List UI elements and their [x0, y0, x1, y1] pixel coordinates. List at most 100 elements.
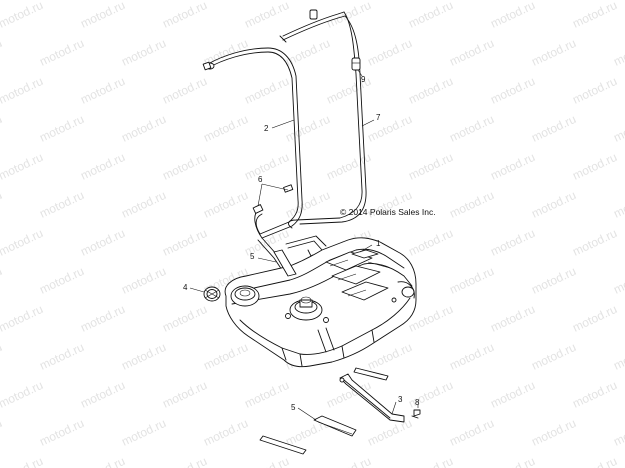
watermark-text: motod.ru [0, 0, 45, 31]
watermark-text: motod.ru [611, 36, 625, 69]
watermark-text: motod.ru [365, 36, 414, 69]
watermark-text: motod.ru [488, 454, 537, 468]
watermark-text: motod.ru [37, 340, 86, 373]
pad-near-strap [353, 367, 389, 381]
watermark-text: motod.ru [119, 264, 168, 297]
watermark-text: motod.ru [488, 226, 537, 259]
watermark-text: motod.ru [324, 454, 373, 468]
watermark-text: motod.ru [570, 150, 619, 183]
watermark-text: motod.ru [160, 378, 209, 411]
watermark-text: motod.ru [0, 112, 4, 145]
watermark-text: motod.ru [570, 74, 619, 107]
watermark-text: motod.ru [0, 340, 4, 373]
callout-6: 6 [258, 175, 263, 184]
copyright-text: © 2014 Polaris Sales Inc. [340, 207, 436, 217]
watermark-text: motod.ru [0, 378, 45, 411]
watermark-text: motod.ru [447, 36, 496, 69]
watermark-text: motod.ru [160, 150, 209, 183]
watermark-text: motod.ru [570, 378, 619, 411]
watermark-text: motod.ru [529, 416, 578, 449]
watermark-text: motod.ru [488, 74, 537, 107]
fuel-tank [224, 237, 417, 368]
watermark-text: motod.ru [0, 264, 4, 297]
watermark-text: motod.ru [283, 112, 332, 145]
watermark-text: motod.ru [529, 340, 578, 373]
watermark-text: motod.ru [37, 188, 86, 221]
watermark-text: motod.ru [447, 188, 496, 221]
watermark-text: motod.ru [242, 0, 291, 31]
pad-5-upper [273, 249, 297, 277]
watermark-text: motod.ru [201, 340, 250, 373]
watermark-text: motod.ru [242, 454, 291, 468]
rod-bottom [259, 435, 307, 455]
watermark-text: motod.ru [78, 74, 127, 107]
callout-4: 4 [183, 283, 188, 292]
watermark-text: motod.ru [488, 150, 537, 183]
watermark-text: motod.ru [78, 0, 127, 31]
watermark-text: motod.ru [160, 74, 209, 107]
watermark-text: motod.ru [570, 0, 619, 31]
watermark-text: motod.ru [406, 454, 455, 468]
watermark-text: motod.ru [201, 112, 250, 145]
watermark-text: motod.ru [242, 150, 291, 183]
callout-2: 2 [264, 124, 269, 133]
watermark-text: motod.ru [406, 74, 455, 107]
watermark-text: motod.ru [324, 74, 373, 107]
watermark-text: motod.ru [447, 112, 496, 145]
watermark-text: motod.ru [201, 188, 250, 221]
watermark-text: motod.ru [488, 378, 537, 411]
watermark-text: motod.ru [406, 150, 455, 183]
watermark-text: motod.ru [78, 150, 127, 183]
watermark-text: motod.ru [488, 0, 537, 31]
strap-3 [339, 373, 405, 423]
watermark-text: motod.ru [365, 340, 414, 373]
callout-7: 7 [376, 113, 381, 122]
watermark-text: motod.ru [324, 150, 373, 183]
watermark-text: motod.ru [447, 416, 496, 449]
leader-lines [189, 69, 419, 421]
watermark-text: motod.ru [119, 340, 168, 373]
watermark-text: motod.ru [283, 188, 332, 221]
watermark-text: motod.ru [611, 416, 625, 449]
watermark-text: motod.ru [119, 416, 168, 449]
watermark-text: motod.ru [611, 112, 625, 145]
watermark-text: motod.ru [447, 340, 496, 373]
watermark-text: motod.ru [406, 226, 455, 259]
watermark-text: motod.ru [0, 150, 45, 183]
vent-hose-2 [202, 47, 303, 271]
watermark-text: motod.ru [0, 416, 4, 449]
watermark-text: motod.ru [529, 264, 578, 297]
watermark-text: motod.ru [365, 112, 414, 145]
watermark-text: motod.ru [611, 340, 625, 373]
watermark-text: motod.ru [611, 264, 625, 297]
watermark-text: motod.ru [488, 302, 537, 335]
watermark-text: motod.ru [406, 378, 455, 411]
callout-1: 1 [376, 239, 381, 248]
watermark-text: motod.ru [160, 226, 209, 259]
callout-8: 8 [415, 398, 420, 407]
watermark-text: motod.ru [160, 302, 209, 335]
watermark-text: motod.ru [242, 74, 291, 107]
watermark-text: motod.ru [0, 226, 45, 259]
watermark-text: motod.ru [611, 188, 625, 221]
watermark-text: motod.ru [37, 416, 86, 449]
watermark-text: motod.ru [160, 454, 209, 468]
watermark-text: motod.ru [78, 378, 127, 411]
callout-3: 3 [398, 395, 403, 404]
vent-hose-7 [279, 9, 367, 229]
callout-9: 9 [361, 75, 366, 84]
watermark-text: motod.ru [447, 264, 496, 297]
watermark-text: motod.ru [529, 188, 578, 221]
callout-5a: 5 [250, 252, 255, 261]
watermark-text: motod.ru [570, 454, 619, 468]
watermark-text: motod.ru [37, 264, 86, 297]
watermark-text: motod.ru [365, 416, 414, 449]
watermark-text: motod.ru [0, 188, 4, 221]
watermark-text: motod.ru [119, 112, 168, 145]
clip-8 [411, 409, 421, 419]
watermark-text: motod.ru [0, 302, 45, 335]
pad-5-lower [313, 415, 357, 437]
watermark-text: motod.ru [201, 416, 250, 449]
watermark-text: motod.ru [119, 188, 168, 221]
